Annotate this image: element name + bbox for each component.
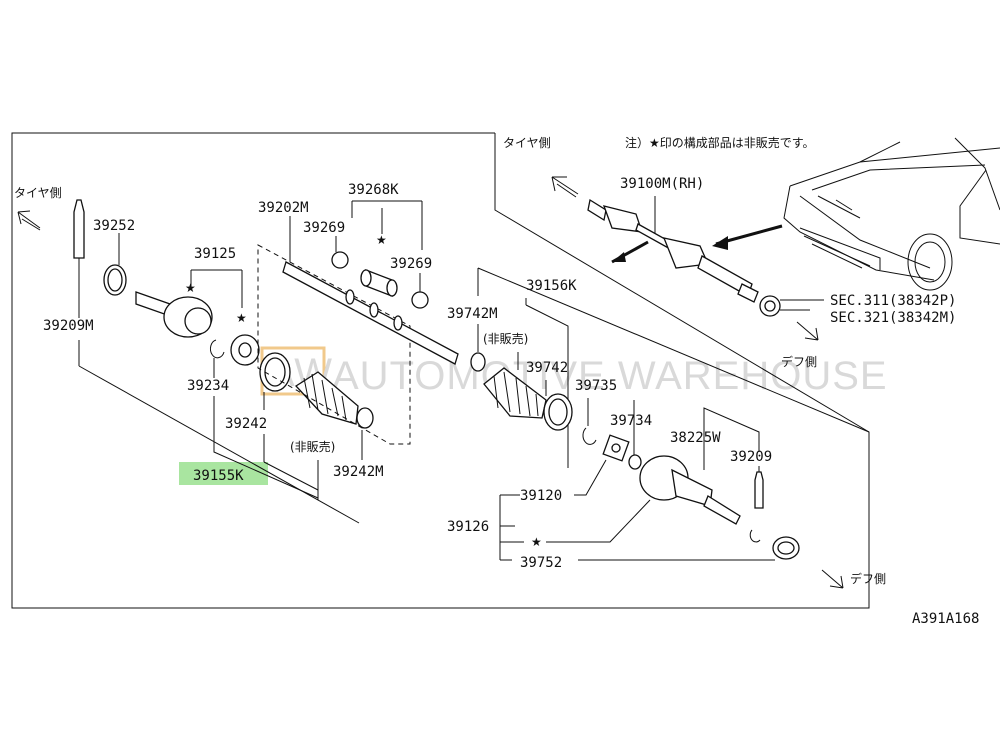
diff-side-arrow-mid bbox=[796, 321, 819, 341]
part-39742M-band bbox=[470, 352, 486, 372]
label-39734: 39734 bbox=[610, 413, 652, 429]
diff-side-arrow-bottom bbox=[821, 569, 844, 589]
label-39202M: 39202M bbox=[258, 200, 309, 216]
watermark-text: AUTOMOTIVE WAREHOUSE bbox=[332, 354, 888, 398]
part-39268K-damper bbox=[360, 269, 398, 297]
tire-side-label-right: タイヤ側 bbox=[503, 136, 551, 150]
part-clip-small bbox=[749, 529, 761, 543]
label-39269-a: 39269 bbox=[303, 220, 345, 236]
part-39209-spindle bbox=[754, 471, 764, 509]
label-39209: 39209 bbox=[730, 449, 772, 465]
part-39735-clip bbox=[582, 427, 597, 445]
inset-drive-shaft bbox=[587, 198, 759, 303]
label-39268K: 39268K bbox=[348, 182, 399, 198]
highlight-39155K bbox=[179, 462, 268, 485]
star-cage: ★ bbox=[236, 311, 247, 325]
tire-side-arrow-left bbox=[17, 210, 41, 231]
label-39742: 39742 bbox=[526, 360, 568, 376]
label-sec311: SEC.311(38342P) bbox=[830, 293, 956, 309]
watermark: AW AUTOMOTIVE WAREHOUSE bbox=[260, 346, 888, 398]
part-cage bbox=[230, 334, 260, 366]
part-39242M-band bbox=[356, 407, 374, 429]
label-39209M: 39209M bbox=[43, 318, 94, 334]
part-39734-ring bbox=[628, 454, 642, 470]
label-sec321: SEC.321(38342M) bbox=[830, 310, 956, 326]
part-39269-ring-b bbox=[411, 291, 429, 309]
label-39125: 39125 bbox=[194, 246, 236, 262]
label-39234: 39234 bbox=[187, 378, 229, 394]
label-39242M: 39242M bbox=[333, 464, 384, 480]
outer-frame bbox=[11, 132, 870, 609]
inset-arrow-left bbox=[611, 240, 649, 264]
not-sold-label-left: (非販売) bbox=[290, 439, 335, 454]
label-39155K: 39155K bbox=[193, 468, 244, 484]
part-39120-spider bbox=[602, 434, 630, 462]
part-39125-joint bbox=[135, 291, 213, 338]
tire-side-label-left: タイヤ側 bbox=[14, 186, 62, 200]
diff-side-label-bottom: デフ側 bbox=[850, 571, 886, 586]
part-39209M-drawing bbox=[73, 199, 85, 318]
part-39269-ring-a bbox=[331, 251, 349, 269]
label-39735: 39735 bbox=[575, 378, 617, 394]
not-sold-label-right: (非販売) bbox=[483, 331, 528, 346]
star-39126: ★ bbox=[531, 535, 542, 549]
part-39126-housing bbox=[639, 455, 741, 525]
label-39252: 39252 bbox=[93, 218, 135, 234]
label-39742M: 39742M bbox=[447, 306, 498, 322]
label-38225W: 38225W bbox=[670, 430, 721, 446]
note-text: 注）★印の構成部品は非販売です。 bbox=[625, 135, 815, 150]
inset-car-outline bbox=[783, 137, 1000, 291]
label-39126: 39126 bbox=[447, 519, 489, 535]
diagram-code: A391A168 bbox=[912, 611, 979, 627]
label-39242: 39242 bbox=[225, 416, 267, 432]
label-39752: 39752 bbox=[520, 555, 562, 571]
part-39202M-shaft bbox=[282, 261, 459, 365]
part-39234-clip bbox=[209, 339, 225, 359]
diff-side-label-mid: デフ側 bbox=[781, 354, 817, 369]
label-39100M-RH: 39100M(RH) bbox=[620, 176, 704, 192]
star-39268K: ★ bbox=[376, 233, 387, 247]
star-39125: ★ bbox=[185, 281, 196, 295]
inset-arrow-to-car bbox=[712, 224, 783, 250]
tire-side-arrow-right bbox=[551, 176, 579, 198]
label-39156K: 39156K bbox=[526, 278, 577, 294]
shaft-dashed-box bbox=[257, 244, 411, 445]
label-39120: 39120 bbox=[520, 488, 562, 504]
label-39269-b: 39269 bbox=[390, 256, 432, 272]
